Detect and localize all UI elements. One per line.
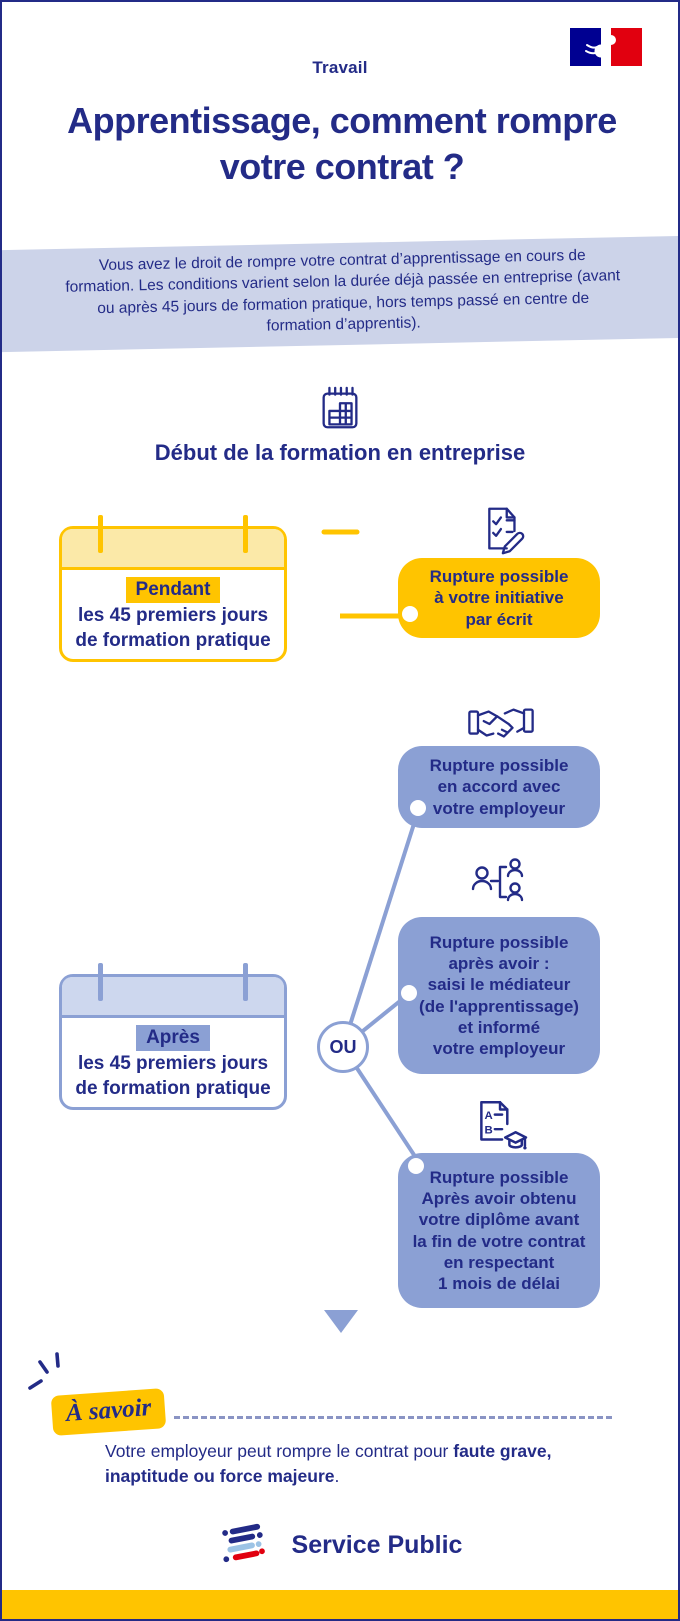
- timeline-heading: Début de la formation en entreprise: [154, 440, 526, 465]
- intro-text: Vous avez le droit de rompre votre contr…: [65, 246, 621, 335]
- option-bubble-diplome: Rupture possible Après avoir obtenu votr…: [398, 1153, 600, 1308]
- intro-band: Vous avez le droit de rompre votre contr…: [2, 235, 678, 352]
- period-card-pendant: Pendant les 45 premiers jours de formati…: [59, 515, 287, 662]
- option-text: Rupture possible en accord avec votre em…: [429, 756, 569, 818]
- option-bubble-mediateur: Rupture possible après avoir : saisi le …: [398, 917, 600, 1074]
- page-title: Apprentissage, comment rompre votre cont…: [67, 100, 617, 187]
- period-line: les 45 premiers jours: [77, 1052, 269, 1074]
- note-text: Votre employeur peut rompre le contrat p…: [105, 1439, 597, 1489]
- calendar-pin: [98, 963, 103, 1001]
- svg-text:B: B: [484, 1124, 492, 1136]
- calendar-pin: [243, 963, 248, 1001]
- calendar-card-band: [62, 529, 284, 570]
- period-line: de formation pratique: [75, 1078, 271, 1100]
- service-public-logo: Service Public: [2, 1520, 678, 1570]
- period-highlight: Après: [136, 1025, 210, 1051]
- period-line: de formation pratique: [75, 630, 271, 652]
- service-public-label: Service Public: [291, 1530, 463, 1559]
- connector-dot: [408, 1158, 424, 1174]
- connector-dot: [401, 985, 417, 1001]
- svg-text:A: A: [484, 1110, 492, 1122]
- or-label: OU: [329, 1036, 357, 1057]
- handshake-icon: [468, 708, 534, 738]
- calendar-card-band: [62, 977, 284, 1018]
- ministry-label: Travail: [312, 58, 368, 77]
- service-public-logo-icon: [221, 1523, 265, 1563]
- footer-bar: [2, 1590, 678, 1619]
- connector-dot: [410, 800, 426, 816]
- option-text: Rupture possible après avoir : saisi le …: [419, 932, 579, 1058]
- dashed-divider: [174, 1416, 612, 1419]
- diploma-graduation-icon: A B: [480, 1100, 528, 1150]
- note-line: inaptitude ou force majeure.: [105, 1465, 340, 1486]
- period-highlight: Pendant: [125, 577, 221, 603]
- period-card-apres: Après les 45 premiers jours de formation…: [59, 963, 287, 1110]
- connector-dot: [402, 606, 418, 622]
- or-connector: OU: [317, 1021, 369, 1073]
- option-text: Rupture possible à votre initiative par …: [429, 567, 569, 629]
- checklist-pencil-icon: [488, 507, 525, 555]
- note-line: Votre employeur peut rompre le contrat p…: [105, 1441, 552, 1461]
- spark-icon: [28, 1352, 60, 1390]
- period-line: les 45 premiers jours: [77, 604, 269, 626]
- option-bubble-ecrit: Rupture possible à votre initiative par …: [398, 558, 600, 638]
- french-republic-flag-icon: [570, 28, 642, 66]
- calendar-pin: [243, 515, 248, 553]
- option-text: Rupture possible Après avoir obtenu votr…: [412, 1167, 586, 1293]
- a-savoir-tag: À savoir: [50, 1388, 167, 1436]
- calendar-pin: [98, 515, 103, 553]
- mediator-people-icon: [471, 858, 524, 902]
- calendar-icon: [322, 386, 358, 429]
- option-bubble-accord: Rupture possible en accord avec votre em…: [398, 746, 600, 828]
